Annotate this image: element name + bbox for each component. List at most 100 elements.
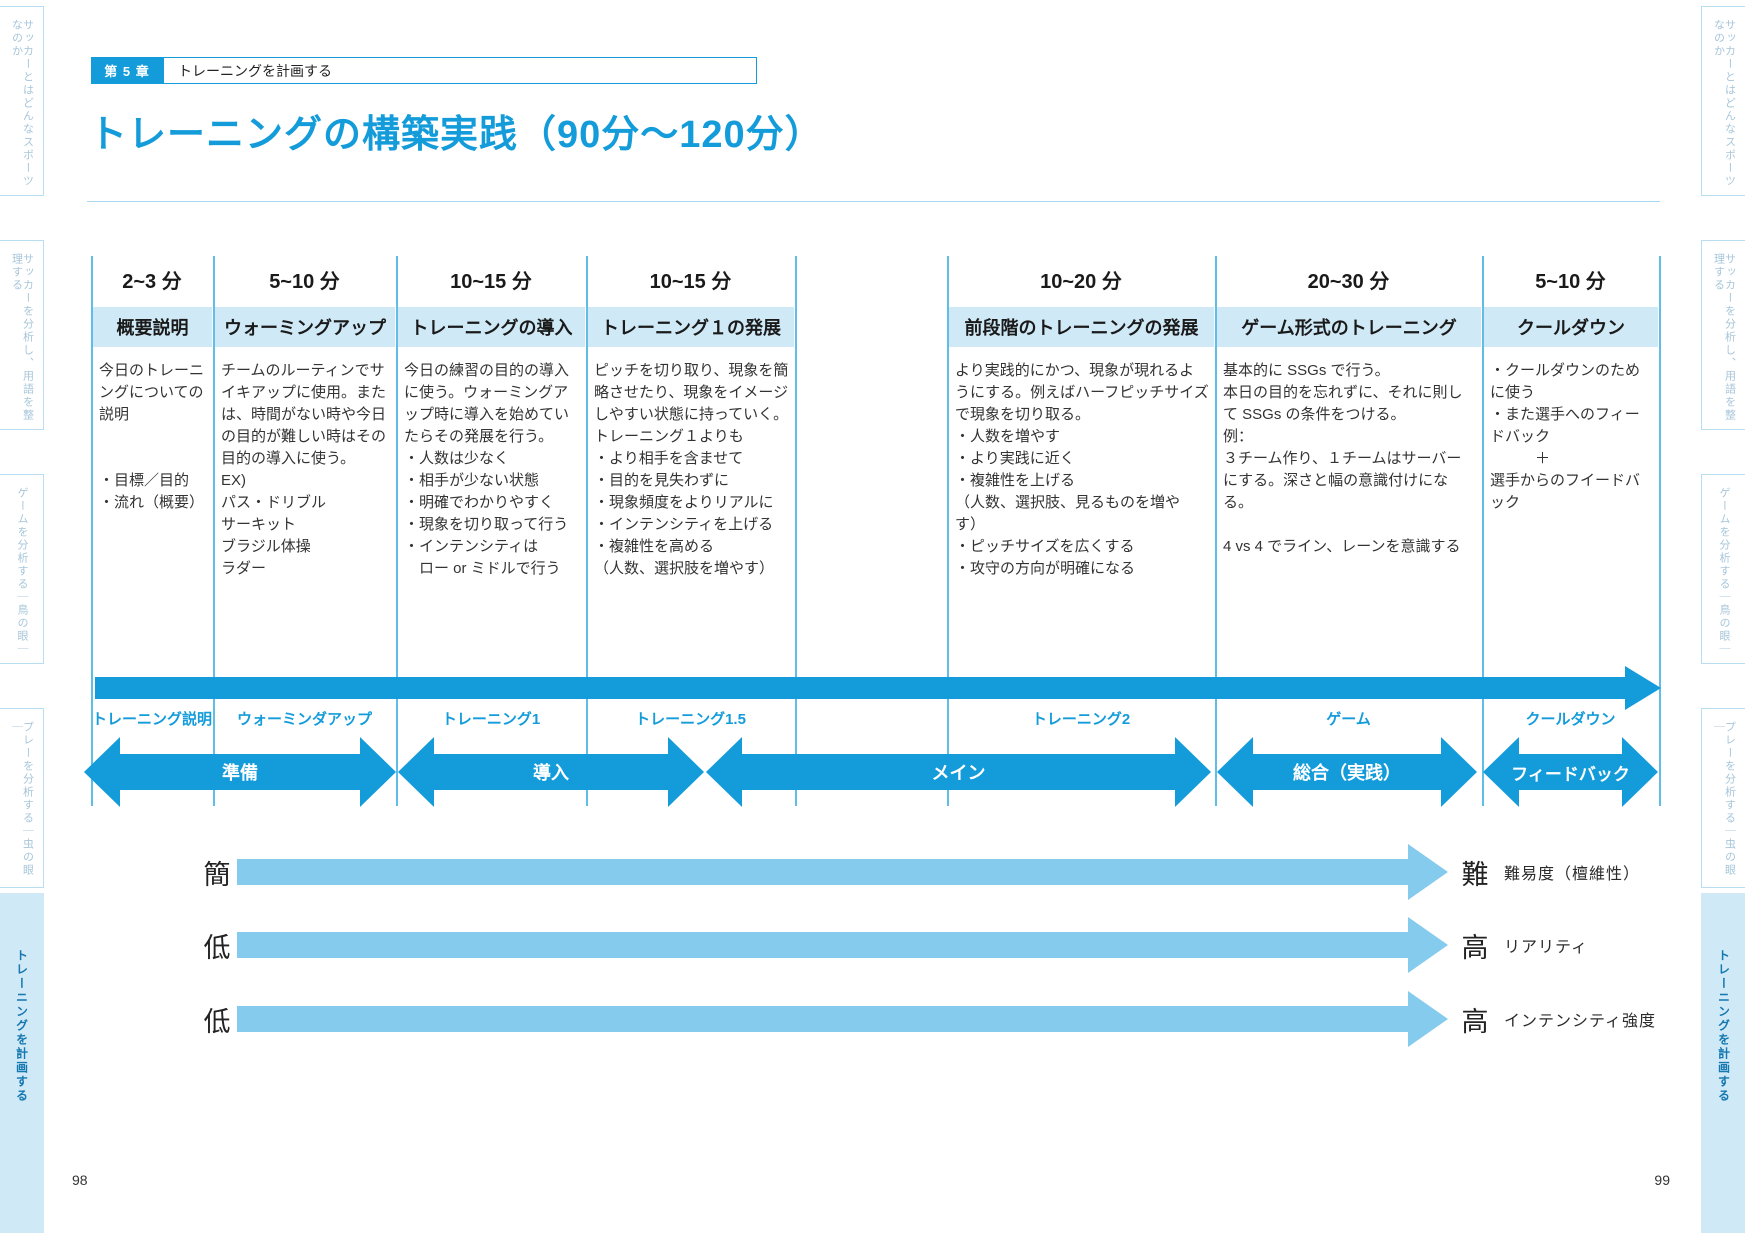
scale-arrow-bar: [237, 859, 1408, 885]
scale-right-label: 高: [1461, 932, 1489, 963]
scale-arrow-head-icon: [1408, 844, 1448, 900]
stage-label: フィードバック: [1511, 764, 1630, 784]
margin-tab-label: プレーを分析する｜虫の眼｜: [1712, 721, 1736, 877]
duration-overview: 2~3 分: [122, 270, 182, 293]
scale-description: リアリティ: [1504, 939, 1589, 956]
margin-tab-chapter4: プレーを分析する｜虫の眼｜: [1701, 708, 1745, 888]
timeline-arrow-head-icon: [1625, 666, 1661, 710]
title-divider: [87, 201, 1660, 202]
chapter-label-box: トレーニングを計画する: [163, 57, 757, 84]
scale-description: 難易度（檀維性）: [1504, 866, 1641, 883]
phase-label-explanation: トレーニング説明: [91, 710, 212, 728]
arrow-right-icon: [360, 737, 396, 807]
phase-label-training1: トレーニング1: [441, 710, 541, 728]
duration-game: 20~30 分: [1307, 270, 1390, 293]
phase-label-cooldown: クールダウン: [1525, 710, 1616, 728]
stage-label: メイン: [931, 763, 986, 783]
column-header-overview: 概要説明: [93, 307, 212, 347]
column-body-development1: ピッチを切り取り、現象を簡略させたり、現象をイメージしやすい状態に持っていく。 …: [594, 362, 789, 578]
duration-warmup: 5~10 分: [269, 270, 340, 293]
column-body-warmup: チームのルーティンでサイキアップに使用。または、時間がない時や今日の目的が難しい…: [221, 362, 387, 578]
margin-tab-label: プレーを分析する｜虫の眼｜: [10, 721, 34, 877]
duration-intro: 10~15 分: [450, 270, 532, 293]
stage-label: 準備: [222, 763, 258, 783]
page-number-right: 99: [1654, 1172, 1670, 1188]
phase-label-training1-5: トレーニング1.5: [635, 710, 746, 728]
duration-development2: 10~20 分: [1040, 270, 1122, 293]
column-divider: [1659, 256, 1661, 806]
margin-tab-label: トレーニングを計画する: [1716, 949, 1731, 1103]
scale-arrow-head-icon: [1408, 991, 1448, 1047]
margin-tab-label: サッカーを分析し、用語を整理する: [10, 253, 34, 422]
duration-development1: 10~15 分: [649, 270, 732, 293]
scale-reality: 低 高 リアリティ: [0, 917, 1745, 973]
scale-difficulty: 簡 難 難易度（檀維性）: [0, 844, 1745, 900]
margin-tab-chapter3: ゲームを分析する｜鳥の眼｜: [0, 474, 44, 664]
column-body-game: 基本的に SSGs で行う。 本日の目的を忘れずに、それに則して SSGs の条…: [1223, 362, 1463, 556]
stage-arrow-feedback: フィードバック: [1483, 737, 1658, 807]
margin-tab-label: サッカーとはどんなスポーツなのか: [1712, 19, 1736, 188]
column-header-cooldown: クールダウン: [1484, 307, 1658, 347]
scale-arrow-head-icon: [1408, 917, 1448, 973]
margin-tab-chapter5-active: トレーニングを計画する: [0, 893, 44, 1233]
stage-label: 総合（実践）: [1293, 763, 1401, 783]
margin-tab-label: トレーニングを計画する: [14, 949, 29, 1103]
column-divider: [396, 256, 398, 806]
arrow-right-icon: [1175, 737, 1211, 807]
arrow-right-icon: [1622, 737, 1658, 807]
arrow-left-icon: [84, 737, 120, 807]
arrow-left-icon: [706, 737, 742, 807]
column-header-warmup: ウォーミングアップ: [215, 307, 395, 347]
scale-right-label: 高: [1461, 1006, 1489, 1037]
column-divider: [1482, 256, 1484, 806]
scale-left-label: 低: [203, 932, 231, 963]
scale-intensity: 低 高 インテンシティ強度: [0, 991, 1745, 1047]
scale-arrow-bar: [237, 1006, 1408, 1032]
scale-arrow-bar: [237, 932, 1408, 958]
scale-left-label: 簡: [203, 859, 231, 890]
stage-arrow-main: メイン: [706, 737, 1211, 807]
arrow-right-icon: [668, 737, 704, 807]
scale-description: インテンシティ強度: [1504, 1013, 1657, 1030]
stage-label: 導入: [533, 763, 569, 783]
scale-left-label: 低: [203, 1006, 231, 1037]
margin-tab-chapter3: ゲームを分析する｜鳥の眼｜: [1701, 474, 1745, 664]
stage-arrow-introduction: 導入: [398, 737, 704, 807]
arrow-right-icon: [1441, 737, 1477, 807]
column-body-development2: より実践的にかつ、現象が現れるようにする。例えばハーフピッチサイズで現象を切り取…: [955, 362, 1209, 578]
phase-label-warmup: ウォーミンダアップ: [236, 710, 372, 728]
column-divider: [213, 256, 215, 806]
column-body-overview: 今日のトレーニングについての説明 ・目標／目的 ・流れ（概要）: [99, 362, 205, 512]
column-body-intro: 今日の練習の目的の導入に使う。ウォーミングアップ時に導入を始めていたらその発展を…: [404, 362, 570, 578]
margin-tab-label: ゲームを分析する｜鳥の眼｜: [1718, 487, 1730, 656]
column-divider: [947, 256, 949, 806]
margin-tab-label: サッカーを分析し、用語を整理する: [1712, 253, 1736, 422]
margin-tab-chapter2: サッカーを分析し、用語を整理する: [1701, 240, 1745, 430]
column-body-cooldown: ・クールダウンのために使う ・また選手へのフィードバック ＋ 選手からのフイード…: [1490, 362, 1641, 512]
column-divider: [1215, 256, 1217, 806]
margin-tab-chapter5-active: トレーニングを計画する: [1701, 893, 1745, 1233]
arrow-left-icon: [398, 737, 434, 807]
margin-tab-chapter1: サッカーとはどんなスポーツなのか: [0, 6, 44, 196]
margin-tab-label: ゲームを分析する｜鳥の眼｜: [16, 487, 28, 656]
arrow-left-icon: [1483, 737, 1519, 807]
page-title: トレーニングの構築実践（90分〜120分）: [89, 114, 824, 156]
phase-label-training2: トレーニング2: [1031, 710, 1131, 728]
timeline-arrow-bar: [95, 677, 1625, 699]
duration-cooldown: 5~10 分: [1535, 270, 1606, 293]
arrow-left-icon: [1217, 737, 1253, 807]
margin-tab-chapter2: サッカーを分析し、用語を整理する: [0, 240, 44, 430]
page-number-left: 98: [72, 1172, 88, 1188]
stage-arrow-preparation: 準備: [84, 737, 396, 807]
chapter-badge: 第 5 章: [91, 57, 163, 84]
margin-tab-chapter1: サッカーとはどんなスポーツなのか: [1701, 6, 1745, 196]
column-divider: [586, 256, 588, 806]
stage-arrow-integration: 総合（実践）: [1217, 737, 1477, 807]
column-header-development1: トレーニング１の発展: [588, 307, 794, 347]
margin-tab-chapter4: プレーを分析する｜虫の眼｜: [0, 708, 44, 888]
scale-right-label: 難: [1461, 859, 1489, 890]
column-divider: [91, 256, 93, 806]
margin-tab-label: サッカーとはどんなスポーツなのか: [10, 19, 34, 188]
column-header-game: ゲーム形式のトレーニング: [1217, 307, 1481, 347]
